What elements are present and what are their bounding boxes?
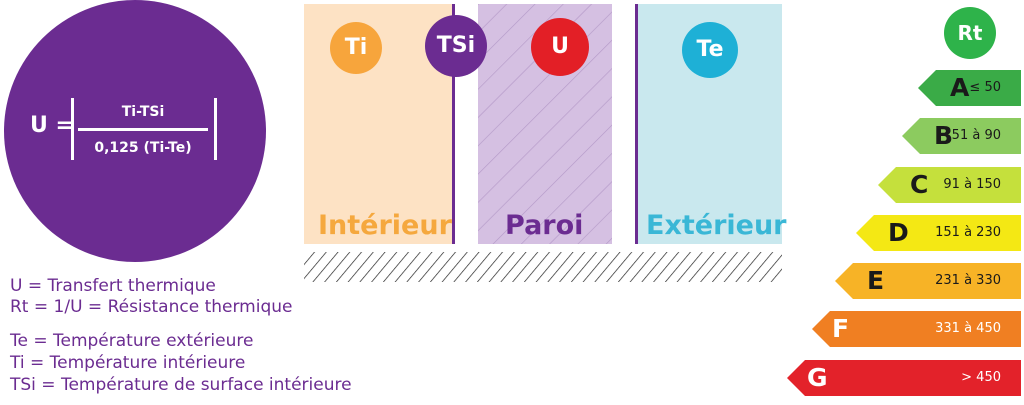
tsi-bubble: TSi [425,15,487,77]
rating-letter: G [807,363,828,392]
legend-u: U = Transfert thermique [10,276,216,296]
rating-letter: C [910,170,929,199]
rt-badge: Rt [944,7,996,59]
rating-class-f: F 331 à 450 [812,311,1021,347]
rating-arrow-g [787,360,1021,396]
rating-arrow-a [918,70,1021,106]
legend-ti: Ti = Température intérieure [10,353,246,373]
ground-hatching [304,252,782,282]
abs-bar-left [71,98,74,160]
exterior-label: Extérieur [646,210,787,241]
rating-arrow-b [902,118,1021,154]
rating-arrow-c [878,167,1021,203]
formula-numerator: Ti-TSi [121,104,165,120]
rating-class-a: A≤ 50 [918,70,1021,106]
interior-label: Intérieur [318,210,452,241]
rating-arrow-f [812,311,1021,347]
rating-range: 51 à 90 [951,128,1001,143]
wall-label: Paroi [505,210,584,241]
te-bubble: Te [682,22,738,78]
rating-class-c: C 91 à 150 [878,167,1021,203]
rating-class-e: E 231 à 330 [835,263,1021,299]
formula-circle [4,0,266,262]
u-bubble: U [531,18,589,76]
abs-bar-right [214,98,217,160]
legend-tsi: TSi = Température de surface intérieure [10,375,352,395]
legend-rt: Rt = 1/U = Résistance thermique [10,297,293,317]
rating-range: 231 à 330 [935,273,1001,288]
outer-surface-line [635,4,638,244]
rating-range: 91 à 150 [943,177,1001,192]
ti-bubble: Ti [330,22,382,74]
rating-class-d: D 151 à 230 [856,215,1021,251]
formula-lhs: U = [30,113,74,138]
rating-range: > 450 [961,370,1001,385]
formula-denominator: 0,125 (Ti-Te) [94,140,192,156]
inner-surface-line [452,4,455,244]
rating-range: 151 à 230 [935,225,1001,240]
rating-class-g: G > 450 [787,360,1021,396]
rating-letter: D [888,218,909,247]
rating-letter: A [950,73,970,102]
rating-range: 331 à 450 [935,321,1001,336]
rating-letter: F [832,314,850,343]
rating-arrow-e [835,263,1021,299]
rating-letter: B [934,121,954,150]
rating-range: ≤ 50 [969,80,1001,95]
fraction-line [78,128,208,131]
rating-letter: E [867,266,885,295]
rating-arrow-d [856,215,1021,251]
legend-te: Te = Température extérieure [10,331,254,351]
